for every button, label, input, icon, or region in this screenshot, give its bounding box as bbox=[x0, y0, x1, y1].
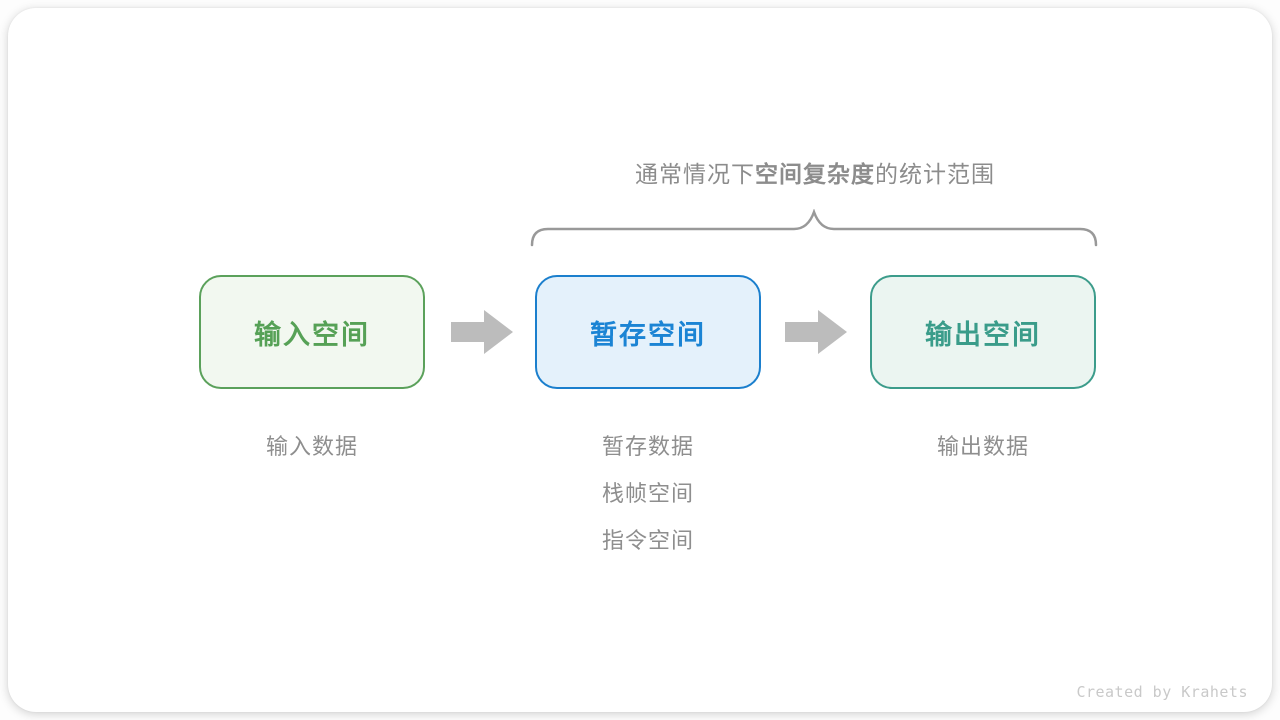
box-input-space-label: 输入空间 bbox=[254, 319, 370, 350]
credit-text: Created by Krahets bbox=[1076, 683, 1248, 701]
output-space-annotations: 输出数据 bbox=[870, 423, 1096, 470]
diagram-title: 通常情况下空间复杂度的统计范围 bbox=[532, 155, 1098, 189]
box-output-space: 输出空间 bbox=[870, 275, 1096, 389]
box-input-space: 输入空间 bbox=[199, 275, 425, 389]
right-arrow-icon bbox=[451, 310, 513, 354]
diagram-card: 通常情况下空间复杂度的统计范围 输入空间 暂存空间 输出空间 输入数据 暂存数据… bbox=[8, 8, 1272, 712]
arrow-input-to-temp bbox=[451, 310, 513, 354]
right-arrow-icon bbox=[785, 310, 847, 354]
annotation-output-data: 输出数据 bbox=[936, 434, 1029, 459]
title-suffix: 的统计范围 bbox=[875, 161, 995, 187]
input-space-annotations: 输入数据 bbox=[199, 423, 425, 470]
title-prefix: 通常情况下 bbox=[635, 161, 755, 187]
curly-brace bbox=[530, 209, 1098, 247]
annotation-temp-data: 暂存数据 bbox=[601, 434, 694, 459]
annotation-stack-frame-space: 栈帧空间 bbox=[601, 481, 694, 506]
title-bold-term: 空间复杂度 bbox=[755, 161, 875, 187]
box-output-space-label: 输出空间 bbox=[925, 319, 1041, 350]
box-temp-space-label: 暂存空间 bbox=[590, 319, 706, 350]
curly-brace-icon bbox=[530, 209, 1098, 247]
annotation-instruction-space: 指令空间 bbox=[601, 528, 694, 553]
box-temp-space: 暂存空间 bbox=[535, 275, 761, 389]
arrow-temp-to-output bbox=[785, 310, 847, 354]
annotation-input-data: 输入数据 bbox=[265, 434, 358, 459]
temp-space-annotations: 暂存数据 栈帧空间 指令空间 bbox=[535, 423, 761, 564]
